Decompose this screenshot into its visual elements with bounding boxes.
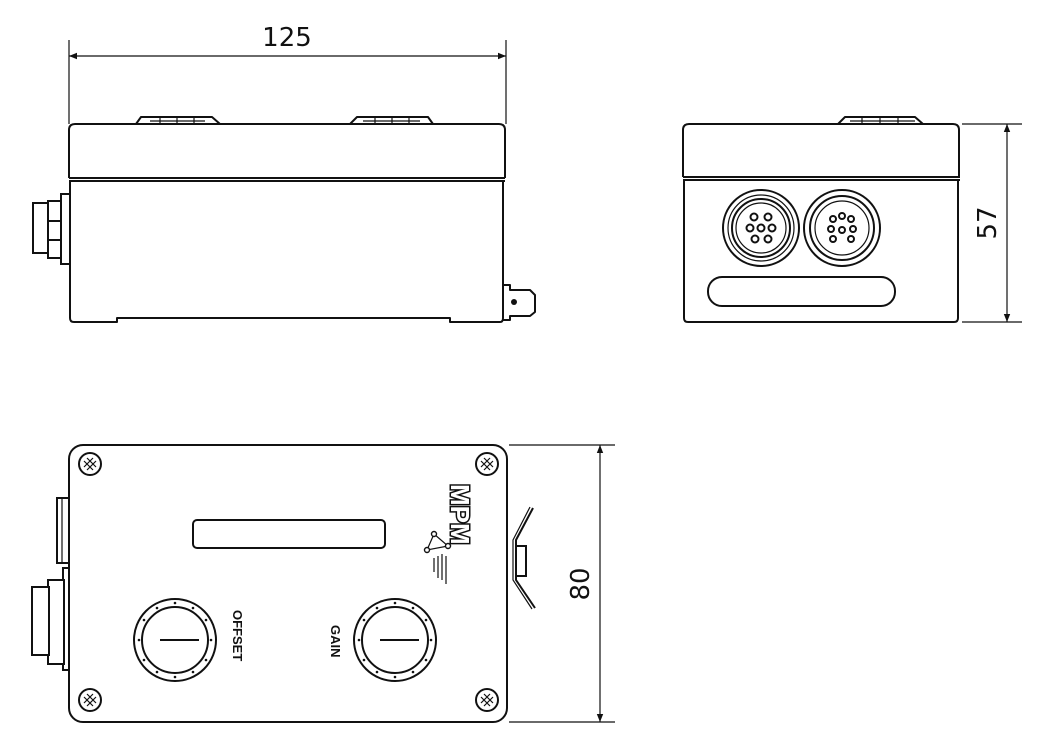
connector-male bbox=[803, 189, 881, 267]
offset-knob[interactable] bbox=[133, 598, 217, 682]
lid bbox=[68, 123, 506, 178]
display-window bbox=[192, 519, 386, 549]
dimension-width-label: 80 bbox=[566, 567, 596, 600]
top-knob-bumps bbox=[135, 116, 434, 125]
dimension-length-label: 125 bbox=[262, 23, 312, 53]
dimension-length: 125 bbox=[68, 23, 507, 124]
front-view: 125 bbox=[32, 23, 536, 323]
plan-view: OFFSET GAIN MPM 80 bbox=[31, 444, 615, 723]
offset-scale-ticks bbox=[137, 601, 213, 679]
mpm-logo: MPM bbox=[423, 483, 477, 584]
dimension-width: 80 bbox=[509, 444, 615, 723]
cable-connector-side bbox=[32, 193, 71, 265]
dimension-height: 57 bbox=[962, 123, 1022, 323]
connectors-left bbox=[31, 497, 70, 671]
connector-female bbox=[722, 189, 800, 267]
display-window-side bbox=[707, 276, 896, 307]
gain-knob[interactable] bbox=[353, 598, 437, 682]
enclosure-plate bbox=[68, 444, 508, 723]
offset-label: OFFSET bbox=[230, 610, 245, 661]
dimension-height-label: 57 bbox=[973, 206, 1003, 239]
gain-label: GAIN bbox=[328, 625, 343, 658]
logo-text: MPM bbox=[445, 484, 475, 545]
gain-scale-ticks bbox=[357, 601, 433, 679]
screw-icons bbox=[78, 452, 499, 712]
mounting-clip bbox=[512, 506, 536, 610]
enclosure-body bbox=[69, 181, 504, 323]
side-view: 57 bbox=[682, 116, 1022, 323]
mounting-tab-side bbox=[503, 284, 536, 321]
